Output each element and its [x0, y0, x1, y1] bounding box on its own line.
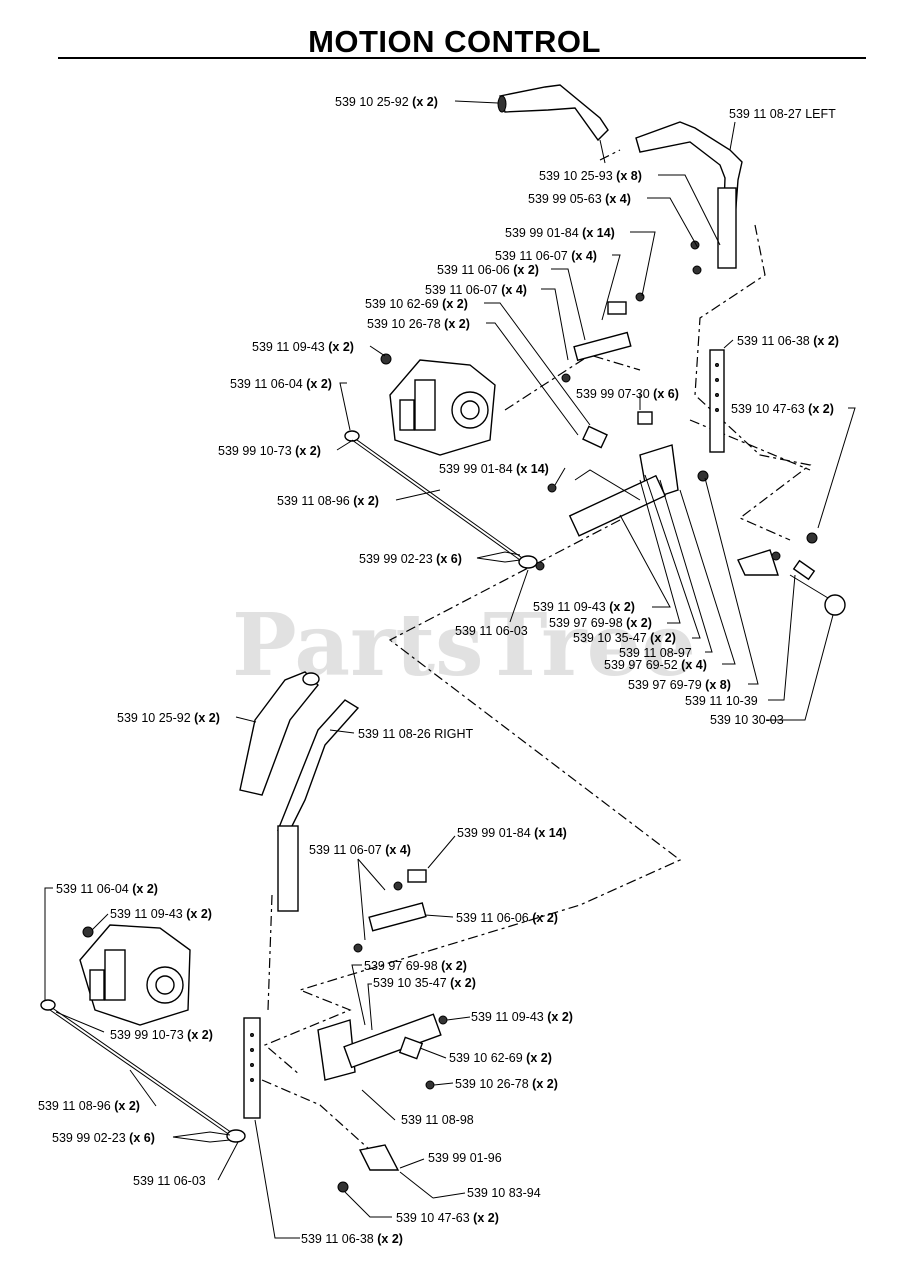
label-539-10-35-47-upper: 539 10 35-47 (x 2) [573, 631, 676, 645]
label-539-11-06-03-lower: 539 11 06-03 [133, 1174, 206, 1188]
callout-labels: 539 10 25-92 (x 2) 539 11 08-27 LEFT 539… [38, 95, 839, 1246]
label-539-11-06-38-upper: 539 11 06-38 (x 2) [737, 334, 839, 348]
label-539-11-08-27-left: 539 11 08-27 LEFT [729, 107, 836, 121]
label-539-11-09-43-a: 539 11 09-43 (x 2) [252, 340, 354, 354]
handle-grip-lower [239, 671, 320, 796]
label-539-11-06-07-b: 539 11 06-07 (x 4) [425, 283, 527, 297]
label-539-11-06-38-lower: 539 11 06-38 (x 2) [301, 1232, 403, 1246]
label-539-10-83-94: 539 10 83-94 [467, 1186, 541, 1200]
label-539-11-08-26-right: 539 11 08-26 RIGHT [358, 727, 473, 741]
label-539-99-07-30: 539 99 07-30 (x 6) [576, 387, 679, 401]
leader-lines [44, 100, 856, 1239]
label-539-10-26-78-lower: 539 10 26-78 (x 2) [455, 1077, 558, 1091]
tension-spring-bracket-lower [337, 1144, 434, 1199]
label-539-10-25-92-upper: 539 10 25-92 (x 2) [335, 95, 438, 109]
page-title: MOTION CONTROL [308, 24, 601, 59]
label-539-10-25-93: 539 10 25-93 (x 8) [539, 169, 642, 183]
label-539-10-62-69-upper: 539 10 62-69 (x 2) [365, 297, 468, 311]
linkage-rod-upper [344, 430, 545, 571]
label-539-99-05-63: 539 99 05-63 (x 4) [528, 192, 631, 206]
label-539-11-06-06-lower: 539 11 06-06 (x 2) [456, 911, 558, 925]
label-539-97-69-79: 539 97 69-79 (x 8) [628, 678, 731, 692]
pivot-assembly-upper [568, 349, 725, 537]
label-539-11-08-96-upper: 539 11 08-96 (x 2) [277, 494, 379, 508]
label-539-99-01-84-b: 539 99 01-84 (x 14) [439, 462, 549, 476]
label-539-11-10-39: 539 11 10-39 [685, 694, 758, 708]
small-hardware-upper [380, 240, 709, 493]
label-539-10-25-92-lower: 539 10 25-92 (x 2) [117, 711, 220, 725]
label-539-99-10-73-lower: 539 99 10-73 (x 2) [110, 1028, 213, 1042]
label-539-97-69-52: 539 97 69-52 (x 4) [604, 658, 707, 672]
label-539-11-09-43-d: 539 11 09-43 (x 2) [471, 1010, 573, 1024]
label-539-10-30-03: 539 10 30-03 [710, 713, 784, 727]
control-handle-left [635, 121, 743, 269]
pivot-assembly-lower [243, 869, 448, 1119]
label-539-11-09-43-b: 539 11 09-43 (x 2) [533, 600, 635, 614]
label-539-11-06-06-upper: 539 11 06-06 (x 2) [437, 263, 539, 277]
label-539-99-01-84-c: 539 99 01-84 (x 14) [457, 826, 567, 840]
label-539-99-01-96: 539 99 01-96 [428, 1151, 502, 1165]
tension-spring-knob [737, 532, 846, 616]
label-539-11-08-98: 539 11 08-98 [401, 1113, 474, 1127]
hydraulic-pump-upper [389, 359, 496, 456]
label-539-10-62-69-lower: 539 10 62-69 (x 2) [449, 1051, 552, 1065]
label-539-99-02-23-lower: 539 99 02-23 (x 6) [52, 1131, 155, 1145]
label-539-11-09-43-c: 539 11 09-43 (x 2) [110, 907, 212, 921]
label-539-11-08-96-lower: 539 11 08-96 (x 2) [38, 1099, 140, 1113]
label-539-11-06-03-upper: 539 11 06-03 [455, 624, 528, 638]
label-539-10-35-47-lower: 539 10 35-47 (x 2) [373, 976, 476, 990]
label-539-11-08-97: 539 11 08-97 [619, 646, 692, 660]
label-539-10-47-63-upper: 539 10 47-63 (x 2) [731, 402, 834, 416]
label-539-97-69-98-lower: 539 97 69-98 (x 2) [364, 959, 467, 973]
label-539-11-06-04-upper: 539 11 06-04 (x 2) [230, 377, 332, 391]
assembly-outline-lower [261, 894, 371, 1151]
label-539-99-02-23-upper: 539 99 02-23 (x 6) [359, 552, 462, 566]
hydraulic-pump-lower [79, 924, 191, 1026]
linkage-rod-lower [40, 999, 246, 1143]
label-539-10-47-63-lower: 539 10 47-63 (x 2) [396, 1211, 499, 1225]
label-539-99-01-84-a: 539 99 01-84 (x 14) [505, 226, 615, 240]
label-539-11-06-07-lower: 539 11 06-07 (x 4) [309, 843, 411, 857]
label-539-10-26-78-upper: 539 10 26-78 (x 2) [367, 317, 470, 331]
title-underline [58, 57, 866, 59]
label-539-11-06-07-a: 539 11 06-07 (x 4) [495, 249, 597, 263]
control-handle-right [276, 699, 360, 912]
label-539-11-06-04-lower: 539 11 06-04 (x 2) [56, 882, 158, 896]
label-539-97-69-98-upper: 539 97 69-98 (x 2) [549, 616, 652, 630]
handle-grip-upper [497, 84, 609, 142]
label-539-99-10-73-upper: 539 99 10-73 (x 2) [218, 444, 321, 458]
